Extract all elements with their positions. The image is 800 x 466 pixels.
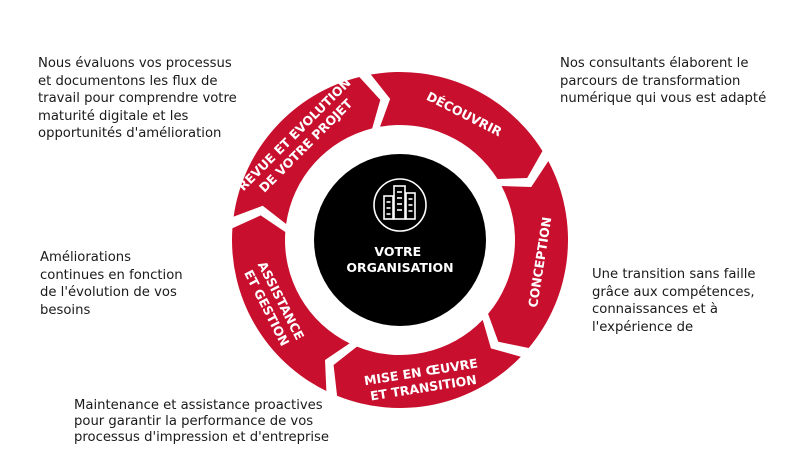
segment-mise-en-oeuvre — [333, 319, 521, 409]
segment-decouvrir — [370, 71, 543, 180]
description-line: parcours de transformation — [560, 73, 741, 89]
segment-conception — [488, 161, 569, 348]
center-title-line-2: ORGANISATION — [346, 260, 453, 275]
description-line: grâce aux compétences, — [592, 284, 755, 300]
description-line: numérique qui vous est adapté — [560, 91, 767, 107]
description-line: Une transition sans faille — [592, 267, 756, 282]
description-line: connaissances et à — [592, 302, 718, 318]
description-line: de l'évolution de vos — [40, 285, 177, 301]
description-line: travail pour comprendre votre — [38, 91, 237, 107]
center-title-line-1: VOTRE — [374, 244, 421, 259]
description-line: opportunités d'amélioration — [38, 126, 222, 142]
description-line: et documentons les flux de — [38, 73, 218, 89]
mise-en-oeuvre-description: Une transition sans faille grâce aux com… — [592, 266, 756, 336]
segment-assistance — [232, 215, 350, 391]
description-line: l'expérience de — [592, 319, 694, 335]
center-circle — [314, 154, 486, 326]
description-line: Nos consultants élaborent le — [560, 56, 749, 71]
description-line: continues en fonction — [40, 267, 183, 283]
description-line: processus d'impression et d'entreprise — [74, 430, 330, 445]
description-line: Améliorations — [40, 250, 132, 265]
description-line: maturité digitale et les — [38, 108, 189, 124]
segment-revue — [233, 76, 381, 225]
decouvrir-description: Nous évaluons vos processus et documento… — [38, 55, 237, 143]
description-line: besoins — [40, 302, 91, 318]
building-icon — [373, 178, 427, 232]
description-line: Maintenance et assistance proactives — [74, 398, 323, 413]
assistance-description: Maintenance et assistance proactives pou… — [74, 398, 329, 446]
description-line: Nous évaluons vos processus — [38, 56, 232, 71]
description-line: pour garantir la performance de vos — [74, 414, 314, 429]
center-title: VOTRE ORGANISATION — [346, 244, 453, 275]
revue-description: Améliorations continues en fonction de l… — [40, 249, 183, 319]
conception-description: Nos consultants élaborent le parcours de… — [560, 55, 766, 108]
